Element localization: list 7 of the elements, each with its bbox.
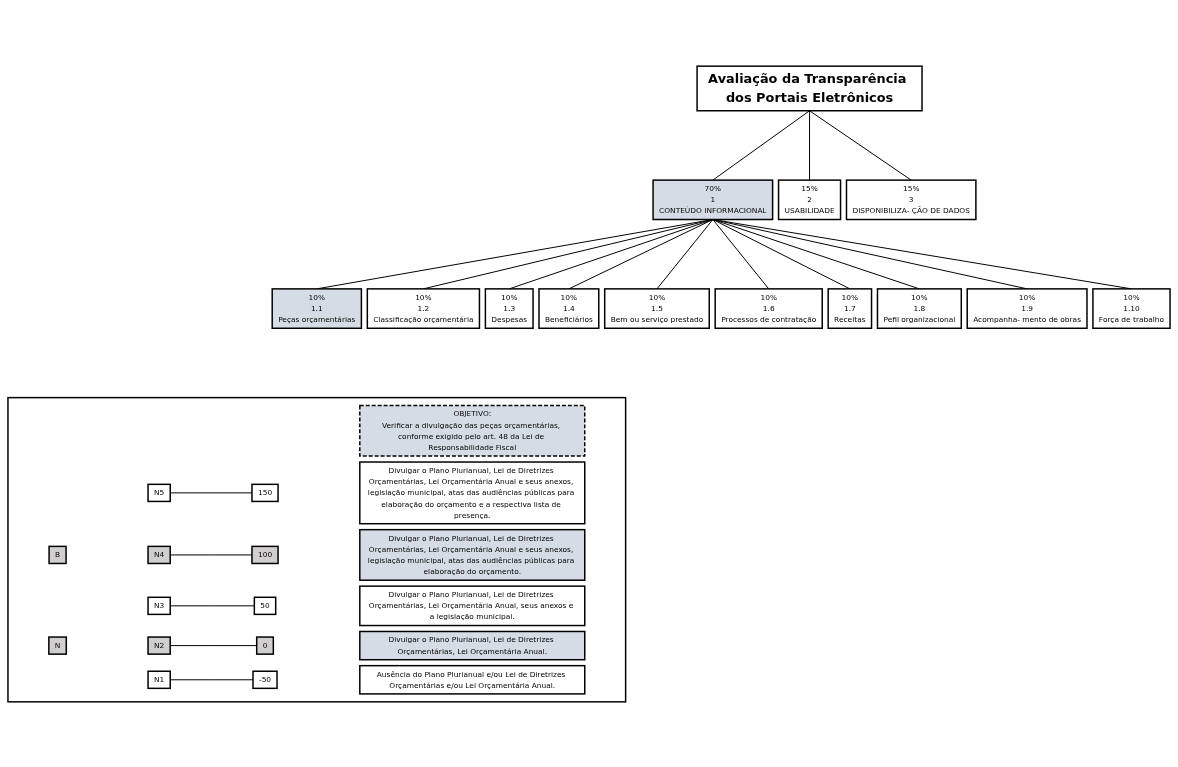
connector [656,218,714,289]
node-box: Avaliação da Transparência dos Portais Eletrônicos [696,64,923,111]
connector [712,109,811,181]
connector [712,218,770,289]
cluster [7,396,627,703]
connector [809,109,912,181]
connector [809,109,811,181]
